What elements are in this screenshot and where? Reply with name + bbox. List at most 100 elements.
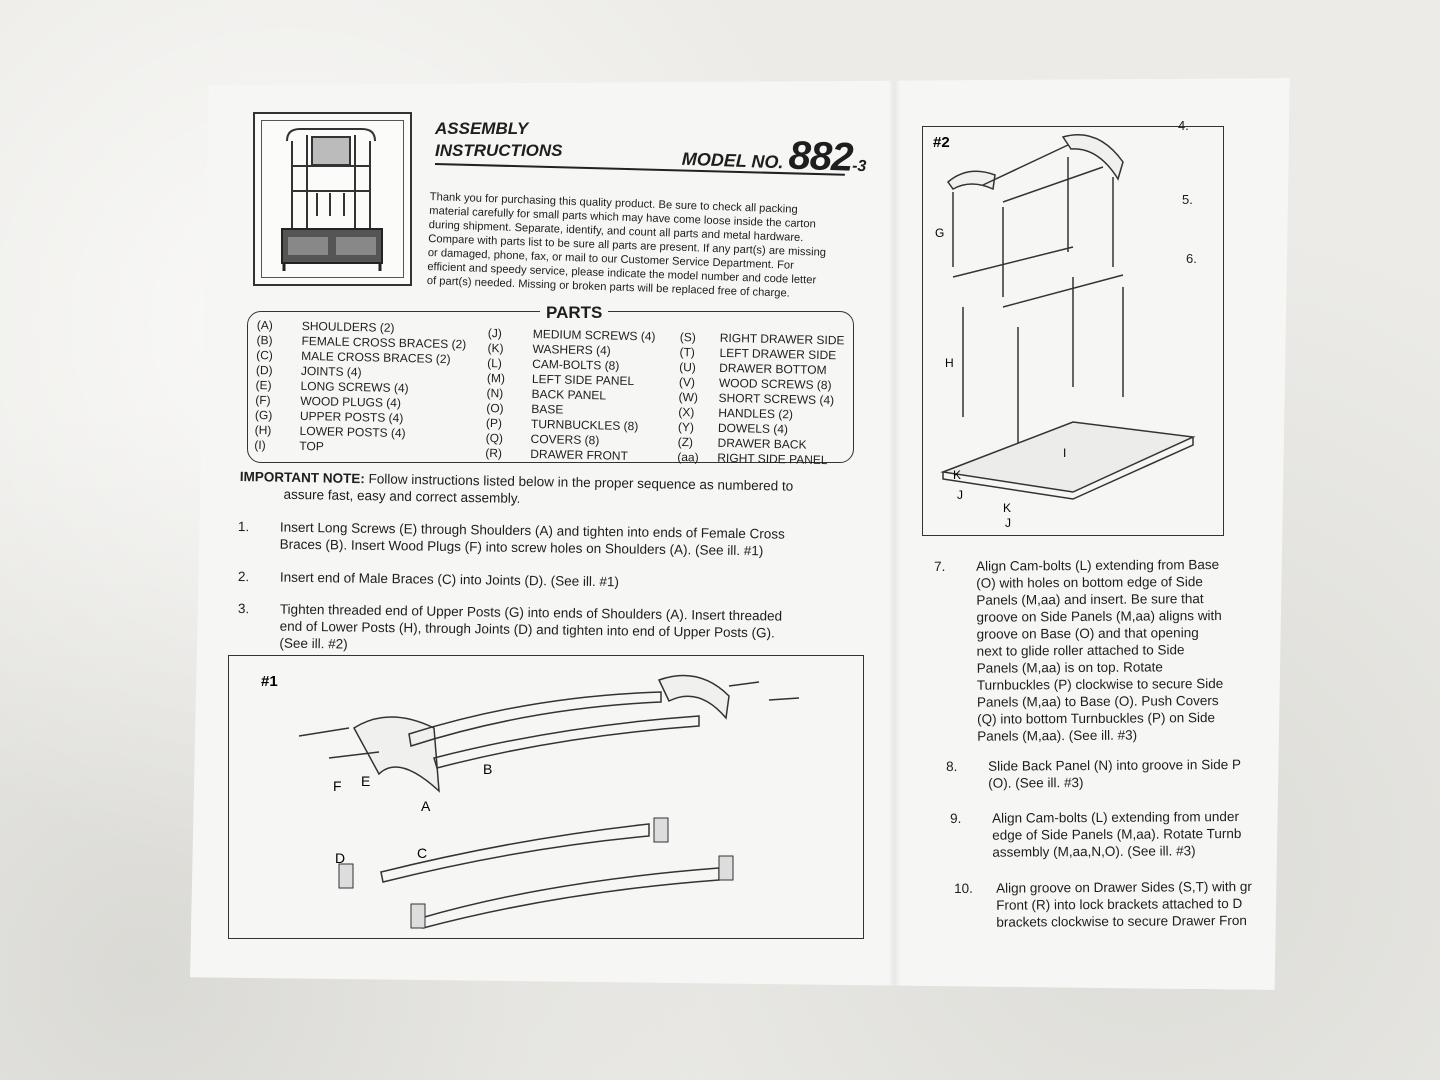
part-name: BACK PANEL bbox=[531, 386, 607, 403]
illustration-2-label: #2 bbox=[933, 134, 950, 151]
part-name: JOINTS (4) bbox=[300, 363, 362, 380]
step-text: (O). (See ill. #3) bbox=[988, 775, 1084, 791]
part-code: (Q) bbox=[485, 430, 504, 446]
part-name: WASHERS (4) bbox=[532, 341, 611, 358]
part-code: (U) bbox=[679, 359, 697, 375]
part-code: (F) bbox=[255, 392, 271, 408]
parts-column-1: (A)SHOULDERS (2) (B)FEMALE CROSS BRACES … bbox=[254, 318, 466, 457]
step-text: Turnbuckles (P) clockwise to secure Side bbox=[976, 675, 1224, 693]
step-number: 7. bbox=[934, 558, 946, 574]
step-number: 10. bbox=[954, 880, 973, 896]
intro-paragraph: Thank you for purchasing this quality pr… bbox=[427, 190, 860, 303]
step-number-5: 5. bbox=[1182, 192, 1193, 207]
label-J: J bbox=[957, 488, 963, 502]
step-text: Front (R) into lock brackets attached to… bbox=[996, 895, 1243, 913]
label-E: E bbox=[361, 773, 370, 789]
part-code: (G) bbox=[254, 407, 273, 423]
step-number-4: 4. bbox=[1178, 118, 1189, 133]
important-note-label: IMPORTANT NOTE: bbox=[239, 468, 365, 487]
illustration-1-label: #1 bbox=[261, 673, 278, 690]
step-text: Slide Back Panel (N) into groove in Side… bbox=[988, 756, 1241, 774]
part-code: (J) bbox=[487, 326, 502, 341]
part-code: (V) bbox=[678, 374, 696, 390]
step-text: Panels (M,aa) and insert. Be sure that bbox=[976, 591, 1204, 608]
part-name: BASE bbox=[531, 401, 564, 417]
illustration-1: #1 F E A B C D bbox=[228, 655, 864, 939]
label-F: F bbox=[333, 778, 342, 794]
part-code: (P) bbox=[485, 415, 503, 431]
step-text: brackets clockwise to secure Drawer Fron bbox=[996, 912, 1247, 930]
part-code: (T) bbox=[679, 344, 696, 360]
step-text: groove on Base (O) and that opening bbox=[976, 625, 1199, 642]
part-code: (R) bbox=[485, 445, 503, 461]
step-text: Panels (M,aa). (See ill. #3) bbox=[977, 727, 1138, 744]
step-7: 7. Align Cam-bolts (L) extending from Ba… bbox=[934, 556, 1245, 745]
assembly-instructions-title: ASSEMBLY INSTRUCTIONS bbox=[435, 118, 635, 162]
label-K: K bbox=[953, 468, 961, 482]
part-name: HANDLES (2) bbox=[718, 405, 794, 422]
step-8: 8. Slide Back Panel (N) into groove in S… bbox=[946, 756, 1256, 792]
label-C: C bbox=[417, 845, 427, 861]
step-text: (Q) into bottom Turnbuckles (P) on Side bbox=[977, 710, 1216, 727]
step-text: (O) with holes on bottom edge of Side bbox=[976, 574, 1203, 591]
part-code: (A) bbox=[256, 318, 273, 333]
parts-column-3: (S)RIGHT DRAWER SIDE (T)LEFT DRAWER SIDE… bbox=[677, 330, 844, 468]
part-code: (L) bbox=[487, 355, 503, 371]
part-row: (aa) RIGHT SIDE PANEL bbox=[677, 450, 842, 468]
part-code: (B) bbox=[256, 332, 273, 348]
part-code: (H) bbox=[254, 422, 272, 438]
parts-title: PARTS bbox=[540, 303, 609, 323]
part-code: (K) bbox=[487, 340, 504, 356]
illustration-1-drawing: #1 F E A B C D bbox=[261, 673, 800, 929]
label-I: I bbox=[1063, 446, 1066, 460]
step-number-6: 6. bbox=[1186, 251, 1197, 266]
part-code: (N) bbox=[486, 385, 504, 401]
parts-column-2: (J)MEDIUM SCREWS (4) (K)WASHERS (4) (L)C… bbox=[485, 326, 655, 464]
part-code: (S) bbox=[679, 330, 696, 345]
step-text: groove on Side Panels (M,aa) aligns with bbox=[976, 607, 1222, 625]
instruction-sheet: ASSEMBLY INSTRUCTIONS MODEL NO. 882-3 Th… bbox=[190, 78, 1290, 990]
step-number: 1. bbox=[237, 518, 250, 535]
step-number: 8. bbox=[946, 758, 958, 774]
product-image bbox=[253, 112, 412, 286]
step-10: 10. Align groove on Drawer Sides (S,T) w… bbox=[954, 878, 1264, 931]
step-text: Align groove on Drawer Sides (S,T) with … bbox=[996, 878, 1252, 896]
label-J: J bbox=[1005, 516, 1011, 530]
step-9: 9. Align Cam-bolts (L) extending from un… bbox=[950, 808, 1260, 861]
part-code: (E) bbox=[255, 377, 272, 393]
step-3: 3. Tighten threaded end of Upper Posts (… bbox=[237, 600, 878, 660]
label-G: G bbox=[935, 226, 944, 240]
important-note: IMPORTANT NOTE: Follow instructions list… bbox=[239, 468, 859, 513]
title-line-2: INSTRUCTIONS bbox=[435, 141, 563, 160]
step-number: 2. bbox=[237, 568, 250, 585]
part-code: (Z) bbox=[677, 434, 694, 450]
step-number: 9. bbox=[950, 810, 962, 826]
step-text: assembly (M,aa,N,O). (See ill. #3) bbox=[992, 843, 1196, 860]
step-text: Panels (M,aa) to Base (O). Push Covers bbox=[976, 693, 1219, 710]
step-text: Align Cam-bolts (L) extending from under bbox=[992, 808, 1239, 826]
label-K: K bbox=[1003, 501, 1011, 515]
model-label: MODEL NO. bbox=[681, 148, 784, 173]
step-number: 3. bbox=[237, 600, 250, 617]
model-suffix: -3 bbox=[851, 157, 867, 176]
part-name: DRAWER FRONT bbox=[530, 446, 629, 463]
label-D: D bbox=[335, 850, 345, 866]
part-name: RIGHT SIDE PANEL bbox=[717, 450, 828, 468]
part-code: (C) bbox=[256, 347, 274, 363]
step-text: Insert end of Male Braces (C) into Joint… bbox=[279, 569, 620, 590]
part-code: (X) bbox=[678, 404, 695, 420]
label-H: H bbox=[945, 356, 954, 370]
part-code: (M) bbox=[486, 370, 506, 386]
part-name: COVERS (8) bbox=[530, 431, 600, 448]
step-text: Align Cam-bolts (L) extending from Base bbox=[976, 557, 1220, 574]
part-code: (Y) bbox=[677, 419, 695, 435]
title-line-1: ASSEMBLY bbox=[435, 119, 529, 138]
part-code: (I) bbox=[254, 437, 266, 453]
step-text: Panels (M,aa) is on top. Rotate bbox=[976, 659, 1163, 676]
registration-mark-icon: ⊕ bbox=[186, 975, 200, 992]
label-A: A bbox=[421, 798, 431, 814]
coat-rack-drawing bbox=[281, 128, 383, 271]
label-B: B bbox=[483, 761, 492, 777]
part-code: (aa) bbox=[677, 449, 699, 465]
step-1: 1. Insert Long Screws (E) through Should… bbox=[238, 518, 878, 561]
